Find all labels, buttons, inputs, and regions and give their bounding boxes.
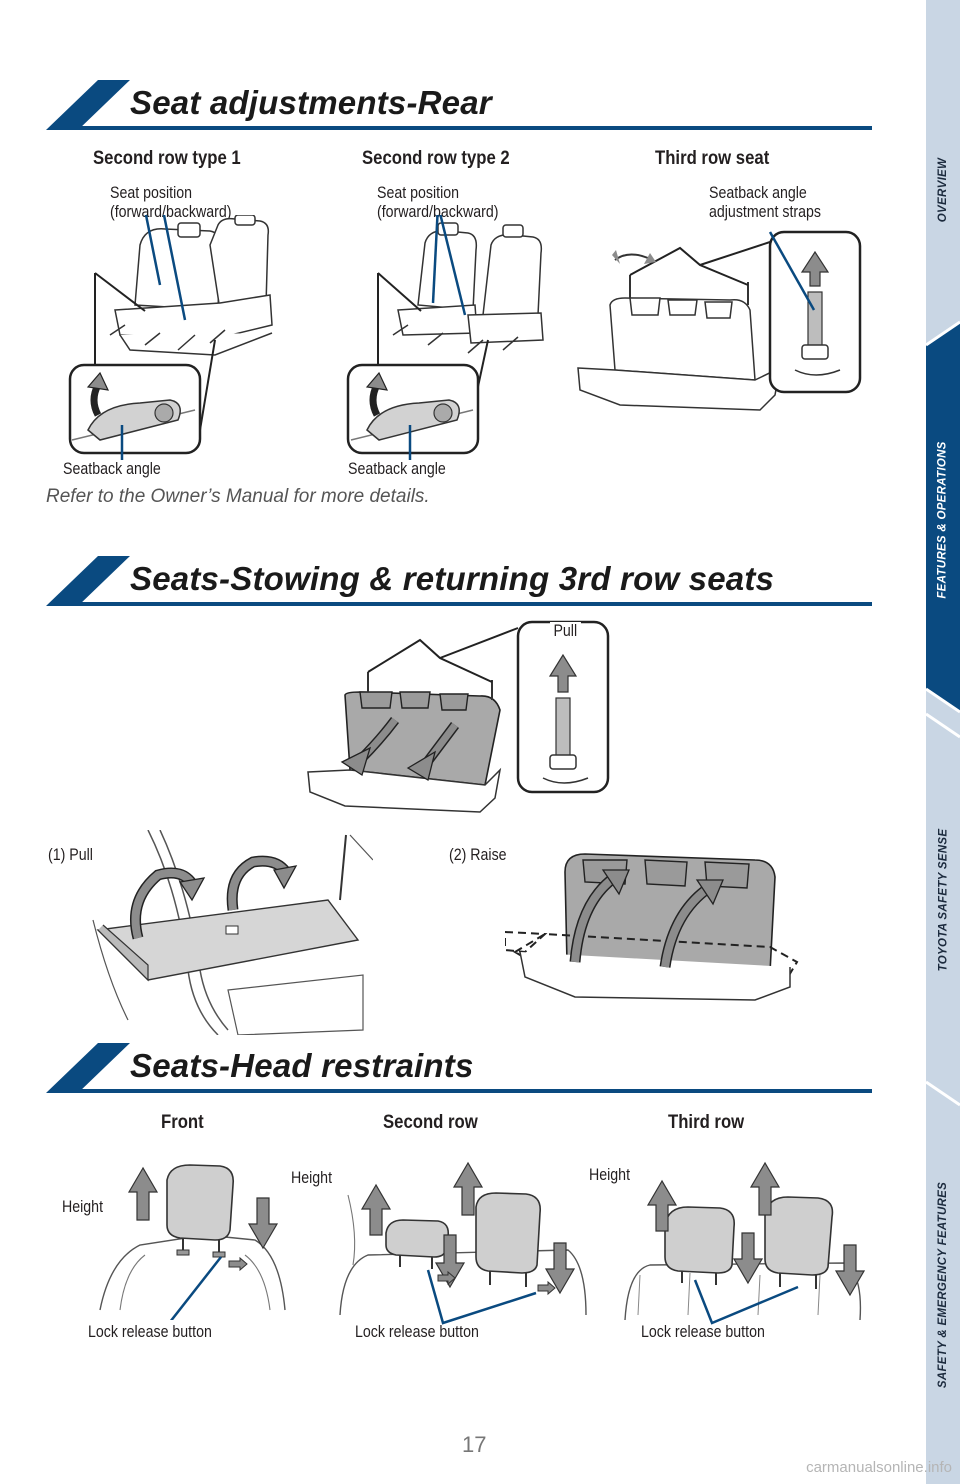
label-lock-release-second: Lock release button [355, 1323, 479, 1341]
label-height-front: Height [62, 1198, 104, 1216]
label-height-third: Height [589, 1166, 631, 1184]
label-lock-release-front: Lock release button [88, 1323, 212, 1341]
stowed-seat-illustration [92, 830, 373, 1035]
label-seat-position-2: Seat position (forward/backward) [377, 184, 499, 221]
label-step-2-raise: (2) Raise [449, 846, 507, 864]
section-title: Seats-Stowing & returning 3rd row seats [130, 560, 775, 597]
column-title-second-row: Second row [383, 1112, 478, 1133]
stowing-seat-illustration [307, 620, 610, 813]
column-title-second-row-type-2: Second row type 2 [362, 148, 510, 169]
section-title: Seat adjustments-Rear [130, 84, 492, 121]
section-header-rear: Seat adjustments-Rear [46, 80, 872, 132]
label-seatback-angle-2: Seatback angle [348, 460, 446, 478]
label-pull: Pull [550, 622, 581, 641]
column-title-second-row-type-1: Second row type 1 [93, 148, 241, 169]
head-restraint-front-illustration [99, 1164, 286, 1320]
head-restraint-third-row-illustration [624, 1161, 865, 1325]
section-header-stowing: Seats-Stowing & returning 3rd row seats [46, 556, 872, 608]
head-restraint-second-row-illustration [339, 1161, 587, 1325]
label-lock-release-third: Lock release button [641, 1323, 765, 1341]
seat-illustration-third-row [577, 230, 862, 411]
column-title-front: Front [161, 1112, 204, 1133]
side-navigation [926, 0, 960, 1484]
tab-features-operations[interactable]: FEATURES & OPERATIONS [937, 441, 949, 599]
column-title-third-row-seat: Third row seat [655, 148, 770, 169]
seat-illustration-second-row-type-2 [346, 215, 544, 460]
tab-safety-emergency[interactable]: SAFETY & EMERGENCY FEATURES [937, 1181, 949, 1389]
label-adjustment-straps: Seatback angle adjustment straps [709, 184, 822, 221]
tab-overview[interactable]: OVERVIEW [937, 157, 950, 223]
watermark: carmanualsonline.info [806, 1459, 952, 1476]
label-height-second: Height [291, 1169, 333, 1187]
raise-seat-illustration [505, 853, 799, 1001]
column-title-third-row: Third row [668, 1112, 745, 1133]
tab-toyota-safety-sense[interactable]: TOYOTA SAFETY SENSE [937, 828, 950, 972]
owners-manual-note: Refer to the Owner’s Manual for more det… [46, 486, 430, 507]
label-step-1-pull: (1) Pull [48, 846, 93, 864]
seat-illustration-second-row-type-1 [68, 215, 273, 460]
label-seatback-angle-1: Seatback angle [63, 460, 161, 478]
label-seat-position-1: Seat position (forward/backward) [110, 184, 232, 221]
section-title: Seats-Head restraints [130, 1047, 474, 1084]
section-header-head-restraints: Seats-Head restraints [46, 1043, 872, 1095]
page-number: 17 [462, 1432, 487, 1457]
